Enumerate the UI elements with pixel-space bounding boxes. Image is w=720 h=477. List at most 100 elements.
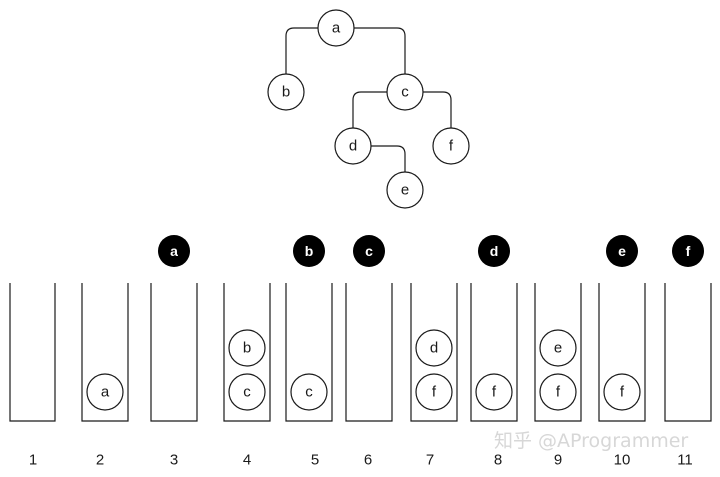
- watermark-text: 知乎 @AProgrammer: [494, 430, 688, 452]
- stack-item-f: f: [539, 373, 577, 411]
- step-1: 1: [9, 283, 56, 469]
- stack-item-label: d: [430, 340, 438, 357]
- tree-node-circle: [334, 127, 372, 165]
- tree-node-label: f: [449, 138, 454, 155]
- output-circle: [293, 235, 325, 267]
- stack-container: [9, 283, 56, 422]
- output-label: a: [170, 243, 178, 259]
- stack-container: [150, 283, 198, 422]
- step-2: a2: [81, 283, 129, 469]
- output-label: e: [618, 243, 626, 259]
- output-node-d: d: [478, 235, 510, 267]
- output-node-b: b: [293, 235, 325, 267]
- stack-item-circle: [415, 373, 453, 411]
- step-number: 8: [494, 452, 502, 469]
- step-6: c6: [345, 235, 393, 469]
- stack-item-e: e: [539, 329, 577, 367]
- step-11: f 11: [664, 235, 712, 469]
- tree-node-f: f: [432, 127, 470, 165]
- stack-item-circle: [539, 329, 577, 367]
- tree-node-circle: [432, 127, 470, 165]
- stack-item-label: f: [492, 384, 497, 401]
- step-number: 7: [426, 452, 434, 469]
- stack-item-label: c: [305, 384, 313, 401]
- output-label: c: [365, 243, 373, 259]
- tree-node-circle: [386, 73, 424, 111]
- stack-item-circle: [228, 329, 266, 367]
- tree-edge-a-c: [354, 27, 406, 74]
- step-number: 5: [311, 452, 319, 469]
- output-label: d: [490, 243, 499, 259]
- stack-item-label: b: [243, 340, 251, 357]
- step-number: 4: [243, 452, 251, 469]
- output-node-c: c: [353, 235, 385, 267]
- stack-item-label: e: [554, 340, 562, 357]
- stack-item-circle: [228, 373, 266, 411]
- stack-container: [285, 283, 333, 422]
- step-number: 1: [29, 452, 37, 469]
- output-node-f: f: [672, 235, 704, 267]
- stack-container: [598, 283, 646, 422]
- step-number: 9: [554, 452, 562, 469]
- stack-item-c: c: [290, 373, 328, 411]
- stack-item-f: f: [603, 373, 641, 411]
- stack-item-label: a: [101, 384, 110, 401]
- step-number: 2: [96, 452, 104, 469]
- stack-item-label: f: [620, 384, 625, 401]
- stack-container: [345, 283, 393, 422]
- tree-edge-c-d: [352, 91, 387, 128]
- step-number: 3: [170, 452, 178, 469]
- stack-container: [664, 283, 712, 422]
- output-circle: [606, 235, 638, 267]
- tree-edge-d-e: [371, 145, 406, 172]
- step-7: d f 7: [410, 283, 458, 469]
- output-circle: [478, 235, 510, 267]
- step-4: b c 4: [223, 283, 271, 469]
- output-circle: [158, 235, 190, 267]
- stack-container: [410, 283, 458, 422]
- tree-node-label: c: [401, 84, 409, 101]
- tree-node-label: d: [349, 138, 357, 155]
- step-8: f d 8: [470, 235, 518, 469]
- stack-item-label: f: [432, 384, 437, 401]
- output-label: b: [305, 243, 314, 259]
- tree-edge-c-f: [423, 91, 452, 128]
- tree-node-label: e: [401, 182, 409, 199]
- step-number: 11: [677, 452, 693, 469]
- stack-container: [81, 283, 129, 422]
- stack-item-circle: [86, 373, 124, 411]
- step-9: e f 9: [534, 283, 582, 469]
- stack-item-circle: [290, 373, 328, 411]
- stack-item-circle: [475, 373, 513, 411]
- tree-node-d: d: [334, 127, 372, 165]
- tree-edge-a-b: [285, 27, 318, 74]
- stack-item-label: c: [243, 384, 251, 401]
- stack-item-c: c: [228, 373, 266, 411]
- stack-container: [470, 283, 518, 422]
- stack-item-circle: [415, 329, 453, 367]
- tree-node-label: b: [282, 84, 290, 101]
- stack-item-d: d: [415, 329, 453, 367]
- stack-item-label: f: [556, 384, 561, 401]
- stack-container: [223, 283, 271, 422]
- tree-node-circle: [317, 9, 355, 47]
- stack-item-a: a: [86, 373, 124, 411]
- tree-node-a: a: [317, 9, 355, 47]
- stack-item-b: b: [228, 329, 266, 367]
- output-circle: [672, 235, 704, 267]
- stack-item-f: f: [475, 373, 513, 411]
- step-3: a3: [150, 235, 198, 469]
- output-node-a: a: [158, 235, 190, 267]
- tree-nodes: a b c d e f: [267, 9, 470, 209]
- tree-node-circle: [386, 171, 424, 209]
- output-label: f: [686, 243, 691, 259]
- output-node-e: e: [606, 235, 638, 267]
- stack-item-f: f: [415, 373, 453, 411]
- output-circle: [353, 235, 385, 267]
- tree-node-circle: [267, 73, 305, 111]
- tree-node-e: e: [386, 171, 424, 209]
- stack-item-circle: [539, 373, 577, 411]
